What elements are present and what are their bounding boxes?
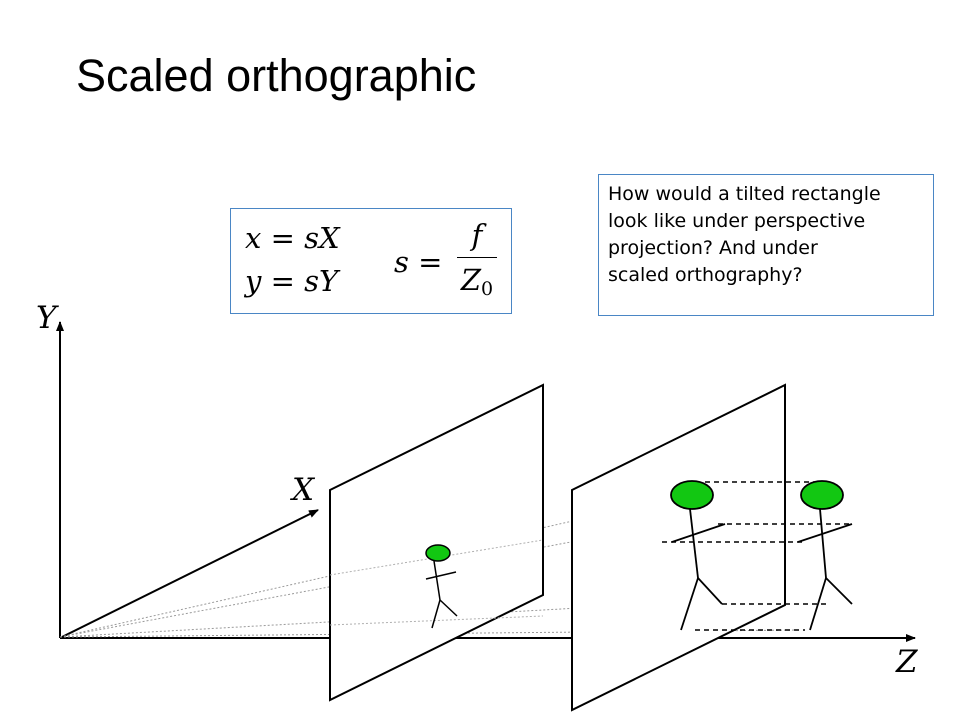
- figure-3d-first: [670, 480, 726, 631]
- scale-fraction: f Z0: [455, 215, 499, 302]
- z-axis-label: Z: [896, 644, 918, 680]
- x-axis: [59, 509, 319, 639]
- fraction-bar: [457, 257, 497, 258]
- x-axis-label: X: [292, 472, 315, 508]
- figure-3d-second: [797, 480, 853, 631]
- denominator-base: Z: [460, 263, 482, 297]
- question-line: How would a tilted rectangle: [608, 183, 881, 205]
- rays-over-plane: [329, 539, 544, 626]
- image-plane-near: [329, 383, 544, 702]
- image-plane-far: [571, 383, 786, 712]
- fraction-numerator: f: [471, 218, 483, 252]
- equation-x: x = sX: [245, 221, 340, 255]
- equation-box: x = sX y = sY s = f Z0: [230, 208, 512, 314]
- denominator-subscript: 0: [481, 278, 494, 300]
- slide-title: Scaled orthographic: [76, 50, 477, 101]
- fraction-denominator: Z0: [455, 258, 499, 302]
- equation-s-lhs: s =: [394, 245, 443, 279]
- equation-y: y = sY: [245, 264, 339, 298]
- ortho-dashes: [662, 481, 852, 631]
- question-box: How would a tilted rectangle look like u…: [598, 174, 934, 316]
- y-axis-label: Y: [36, 300, 57, 336]
- small-figure: [425, 544, 458, 629]
- question-line: projection? And under: [608, 237, 818, 259]
- question-line: scaled orthography?: [608, 264, 803, 286]
- question-line: look like under perspective: [608, 210, 866, 232]
